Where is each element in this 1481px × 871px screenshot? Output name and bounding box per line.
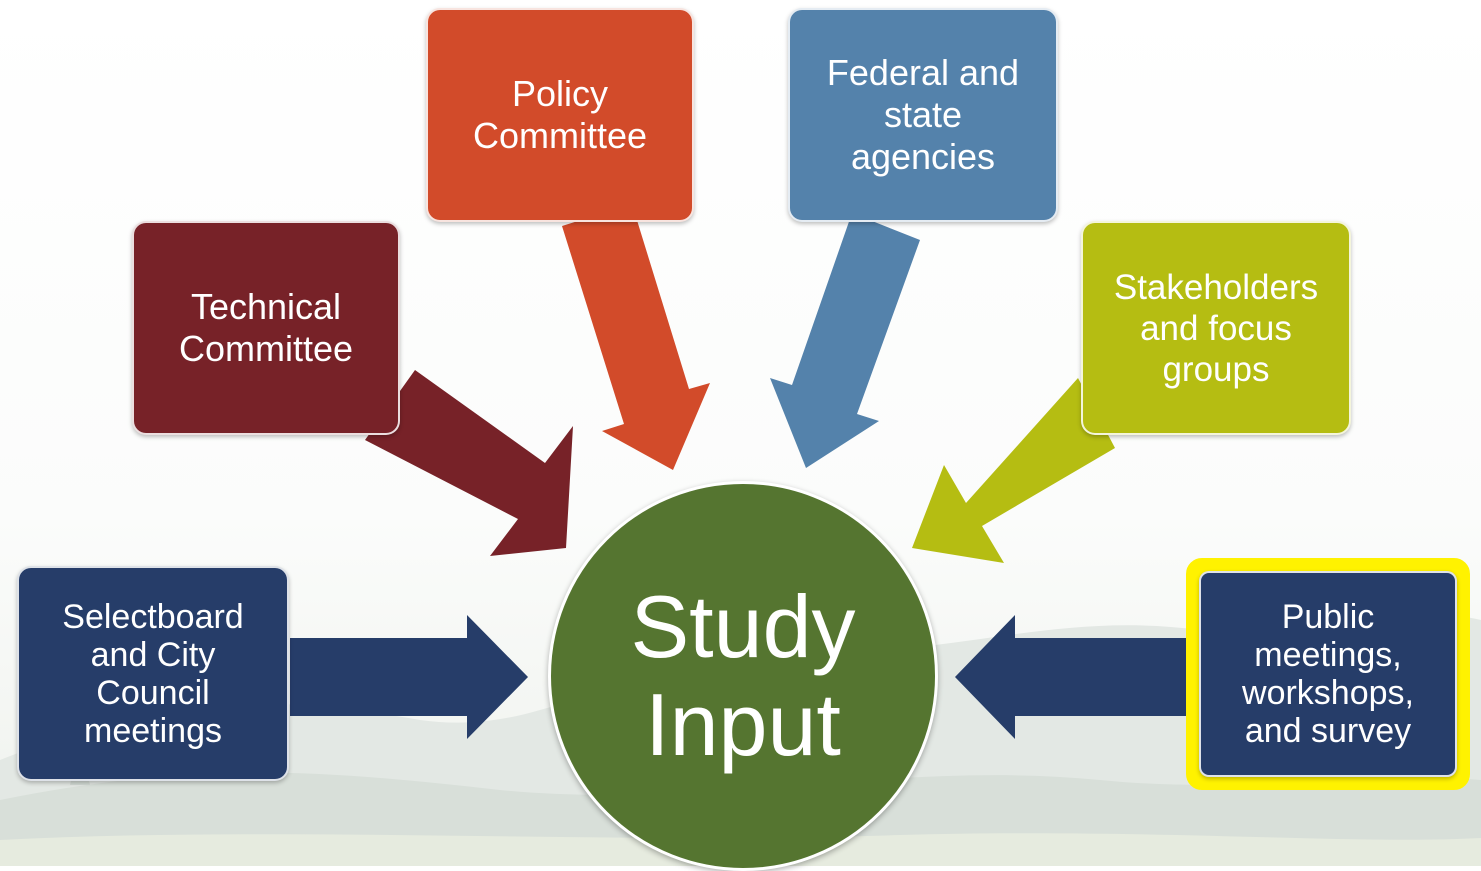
federal-state-agencies-box: Federal and state agencies xyxy=(788,8,1058,222)
policy-committee-box: Policy Committee xyxy=(426,8,694,222)
selectboard-city-council-box: Selectboard and City Council meetings xyxy=(17,566,289,781)
public-meetings-box: Public meetings, workshops, and survey xyxy=(1199,571,1457,777)
policy-committee-label: Policy Committee xyxy=(472,73,648,156)
technical-committee-label: Technical Committee xyxy=(178,286,354,369)
arrow-stakeholders xyxy=(912,378,1115,563)
arrow-technical xyxy=(365,370,573,556)
federal-state-agencies-label: Federal and state agencies xyxy=(826,52,1020,177)
arrow-federal xyxy=(770,213,920,468)
stakeholders-focus-groups-box: Stakeholders and focus groups xyxy=(1081,221,1351,435)
technical-committee-box: Technical Committee xyxy=(132,221,400,435)
arrow-policy xyxy=(562,204,710,470)
study-input-label: Study Input xyxy=(630,577,856,774)
public-meetings-label: Public meetings, workshops, and survey xyxy=(1242,598,1414,750)
stakeholders-focus-groups-label: Stakeholders and focus groups xyxy=(1113,267,1319,389)
arrow-selectboard xyxy=(290,615,528,739)
selectboard-city-council-label: Selectboard and City Council meetings xyxy=(62,597,244,750)
arrow-public xyxy=(955,615,1200,739)
study-input-circle: Study Input xyxy=(548,481,938,871)
